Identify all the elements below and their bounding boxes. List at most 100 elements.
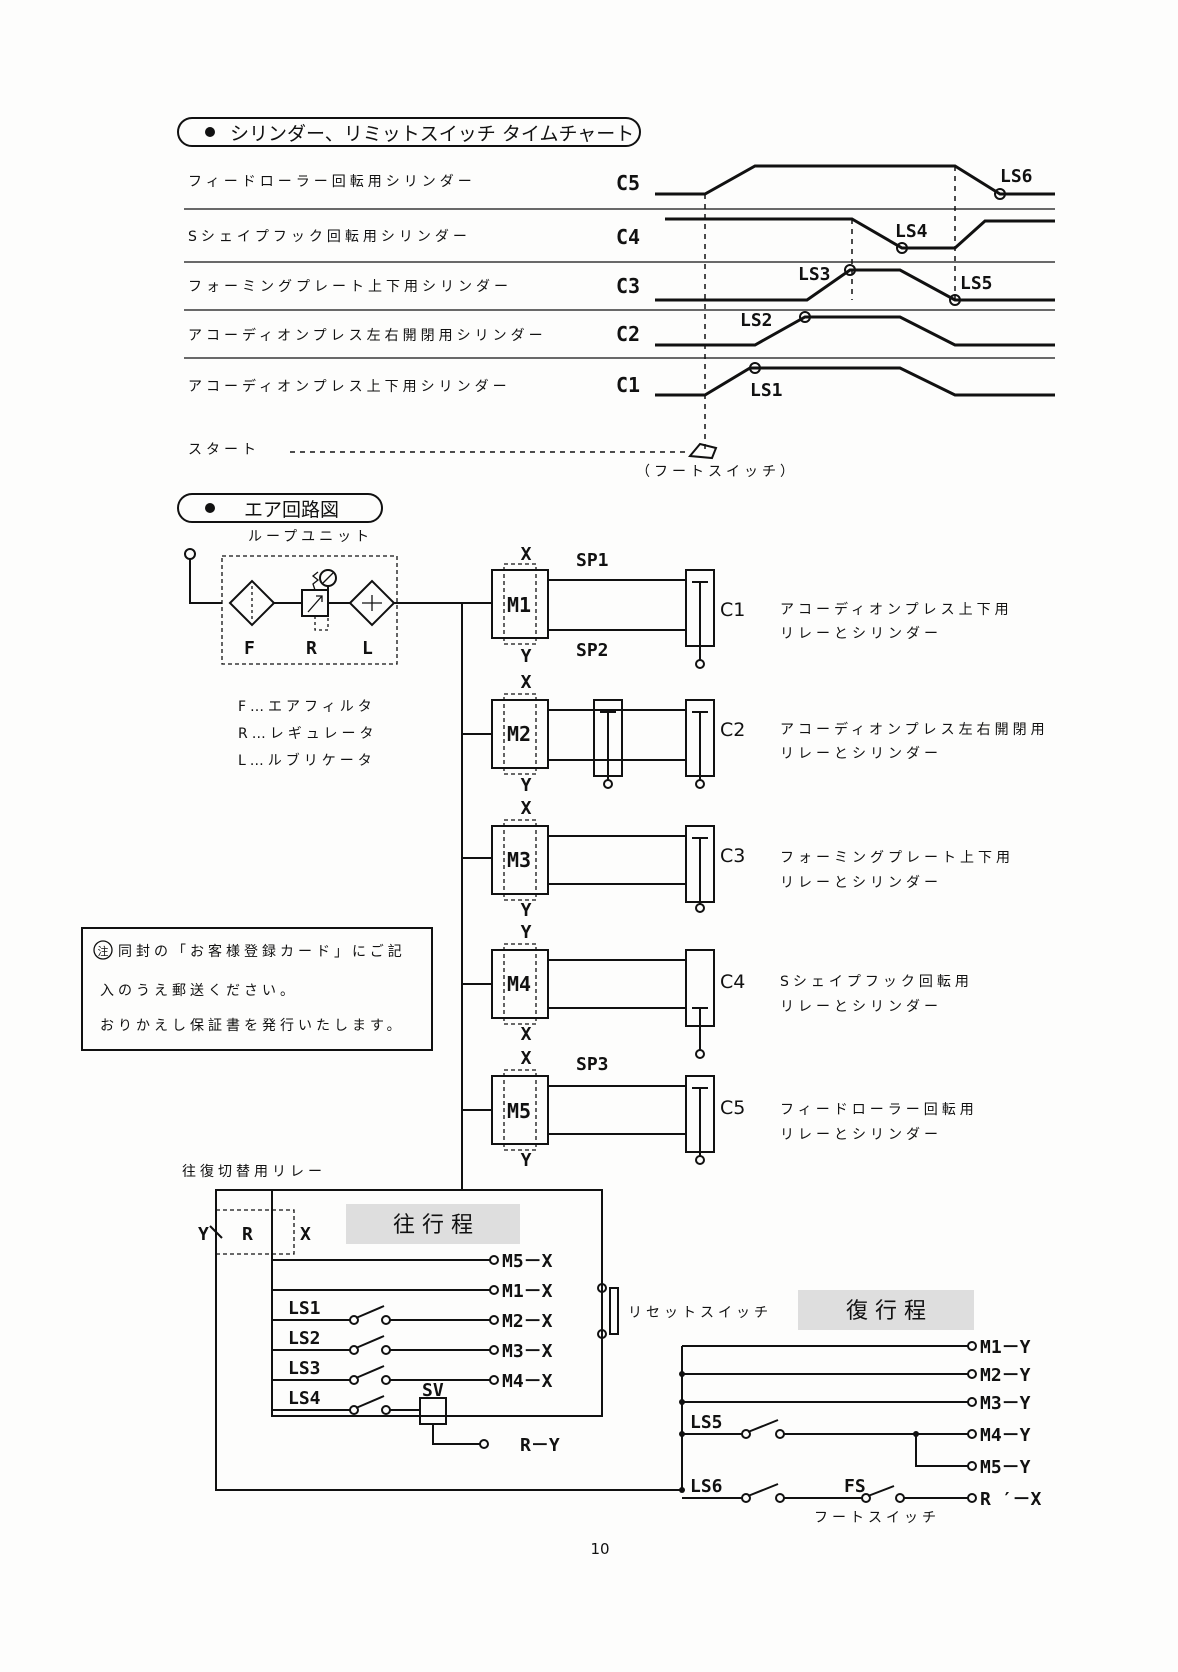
row-desc-c2: アコーディオンプレス左右開閉用シリンダー <box>188 327 547 344</box>
air-circuit-valves-2-cyl: C3 <box>720 845 745 867</box>
air-circuit-valves-1-desc2: リレーとシリンダー <box>780 746 942 762</box>
note-mark: 注 <box>98 944 109 958</box>
row-code-c2: C2 <box>616 322 640 346</box>
reset-switch: リセットスイッチ <box>597 1283 768 1339</box>
air-circuit-valves-0-bottom: Y <box>521 646 532 667</box>
chart-guides <box>704 166 956 450</box>
ls6-label: LS6 <box>1000 166 1033 187</box>
air-circuit-valves-1-bottom: Y <box>521 775 532 796</box>
legend-f: F…エアフィルタ <box>238 699 376 715</box>
air-circuit-valves-3-bottom: X <box>521 1024 532 1045</box>
wave-c4 <box>665 217 1055 250</box>
air-circuit-valves-4-desc2: リレーとシリンダー <box>780 1127 942 1143</box>
valve-m3: X Y M3 C3 フォーミングプレート上下用 リレーとシリンダー <box>462 798 1014 921</box>
out-m4-x: M4－X <box>502 1371 553 1392</box>
air-circuit-valves-0-desc1: アコーディオンプレス上下用 <box>780 601 1013 618</box>
valve-m4: Y X M4 C4 Sシェイプフック回転用 リレーとシリンダー <box>462 922 973 1059</box>
air-circuit-valves-3-top: Y <box>521 922 532 943</box>
timing-chart-heading: シリンダー、リミットスイッチ タイムチャート <box>177 117 641 147</box>
ls3-label: LS3 <box>798 264 831 285</box>
air-circuit-valves-2-desc2: リレーとシリンダー <box>780 875 942 891</box>
air-circuit-valves-3-desc2: リレーとシリンダー <box>780 999 942 1015</box>
note-box: 注 同封の「お客様登録カード」にご記 入のうえ郵送ください。 おりかえし保証書を… <box>81 927 433 1051</box>
air-circuit-valves-0-id: M1 <box>507 593 531 617</box>
relay-return-switches-1: LS6 <box>690 1476 723 1497</box>
wave-c2 <box>655 315 1055 347</box>
air-circuit-valves-2-top: X <box>521 798 532 819</box>
relay-forward-switches-0: LS1 <box>288 1298 321 1319</box>
wave-c3 <box>655 268 1055 302</box>
row-desc-c4: Sシェイプフック回転用シリンダー <box>188 229 471 245</box>
air-circuit-valves-0-top: X <box>521 544 532 565</box>
air-circuit-valves-4-cyl: C5 <box>720 1097 745 1119</box>
row-desc-c1: アコーディオンプレス上下用シリンダー <box>188 378 511 395</box>
air-circuit-unit-letters-1: R <box>306 638 317 659</box>
ls5-label: LS5 <box>960 273 993 294</box>
air-circuit-heading: エア回路図 <box>177 493 383 523</box>
out-m5-x: M5－X <box>502 1251 553 1272</box>
out-m5-y: M5－Y <box>980 1457 1031 1478</box>
out-m3-x: M3－X <box>502 1341 553 1362</box>
relay-return-switches-0: LS5 <box>690 1412 723 1433</box>
foot-switch-caption: （フートスイッチ） <box>636 464 798 480</box>
ls2-label: LS2 <box>740 310 773 331</box>
out-m1-x: M1－X <box>502 1281 553 1302</box>
wave-c5 <box>655 164 1055 196</box>
relay-forward-switches-1: LS2 <box>288 1328 321 1349</box>
forward-heading: 往 行 程 <box>393 1213 473 1238</box>
relay-title: 往復切替用リレー <box>182 1163 326 1180</box>
timing-chart-heading: シリンダー、リミットスイッチ タイムチャート <box>230 123 634 145</box>
relay-name: R <box>242 1224 253 1245</box>
air-circuit-valves-2-id: M3 <box>507 848 531 872</box>
chart-separators <box>184 208 1055 359</box>
out-m3-y: M3－Y <box>980 1393 1031 1414</box>
out-m2-y: M2－Y <box>980 1365 1031 1386</box>
foot-switch-icon <box>688 442 718 460</box>
air-circuit-valves-4-desc1: フィードローラー回転用 <box>780 1102 978 1118</box>
air-circuit-valves-4-id: M5 <box>507 1099 531 1123</box>
forward-heading-bg <box>346 1204 520 1244</box>
ls4-label: LS4 <box>895 221 928 242</box>
air-circuit-valves-3-cyl: C4 <box>720 971 745 993</box>
frl-unit: ループユニット F R L <box>184 529 462 665</box>
air-circuit-valves-3-desc1: Sシェイプフック回転用 <box>780 974 973 990</box>
relay-r: Y R X <box>198 1189 682 1491</box>
row-desc-c3: フォーミングプレート上下用シリンダー <box>188 279 512 295</box>
air-circuit-valves-1-id: M2 <box>507 722 531 746</box>
forward-ladder <box>272 1255 499 1449</box>
out-m2-x: M2－X <box>502 1311 553 1332</box>
air-circuit-valves-0-sp-bottom: SP2 <box>576 640 609 661</box>
air-circuit-unit-title: ループユニット <box>248 529 373 545</box>
air-circuit-valves-1-top: X <box>521 672 532 693</box>
air-circuit-valves-0-desc2: リレーとシリンダー <box>780 626 942 642</box>
relay-right: X <box>300 1224 311 1245</box>
out-m4-y: M4－Y <box>980 1425 1031 1446</box>
fs-caption: フートスイッチ <box>814 1510 940 1526</box>
air-circuit-valves-4-bottom: Y <box>521 1150 532 1171</box>
row-code-c3: C3 <box>616 274 640 298</box>
note-lines-0: 同封の「お客様登録カード」にご記 <box>118 943 406 960</box>
air-circuit-valves-2-desc1: フォーミングプレート上下用 <box>780 850 1014 866</box>
return-heading: 復 行 程 <box>846 1299 926 1324</box>
out-m1-y: M1－Y <box>980 1337 1031 1358</box>
relay-fs-label: FS <box>844 1476 866 1497</box>
air-circuit-valves-4-sp-top: SP3 <box>576 1054 609 1075</box>
return-ladder <box>679 1341 977 1503</box>
wave-c1 <box>655 366 1055 397</box>
valve-m2: X Y M2 C2 アコーディオンプレス左右開閉用 リレーとシリンダー <box>462 672 1049 796</box>
row-code-c4: C4 <box>616 225 640 249</box>
return-heading-bg <box>798 1290 974 1330</box>
out-r-y: R－Y <box>520 1435 560 1456</box>
air-circuit-valves-1-desc1: アコーディオンプレス左右開閉用 <box>780 721 1049 738</box>
legend-l: L…ルブリケータ <box>238 752 376 769</box>
air-circuit-valves-3-id: M4 <box>507 972 531 996</box>
page-number: 10 <box>590 1540 609 1558</box>
air-circuit-valves-1-cyl: C2 <box>720 719 745 741</box>
relay-forward-switches-3: LS4 <box>288 1388 321 1409</box>
air-circuit-valves-0-sp-top: SP1 <box>576 550 609 571</box>
row-code-c1: C1 <box>616 373 640 397</box>
start-label: スタート <box>188 442 260 458</box>
relay-sv-label: SV <box>422 1380 444 1401</box>
relay-left: Y <box>198 1224 209 1245</box>
relay-forward-switches-2: LS3 <box>288 1358 321 1379</box>
